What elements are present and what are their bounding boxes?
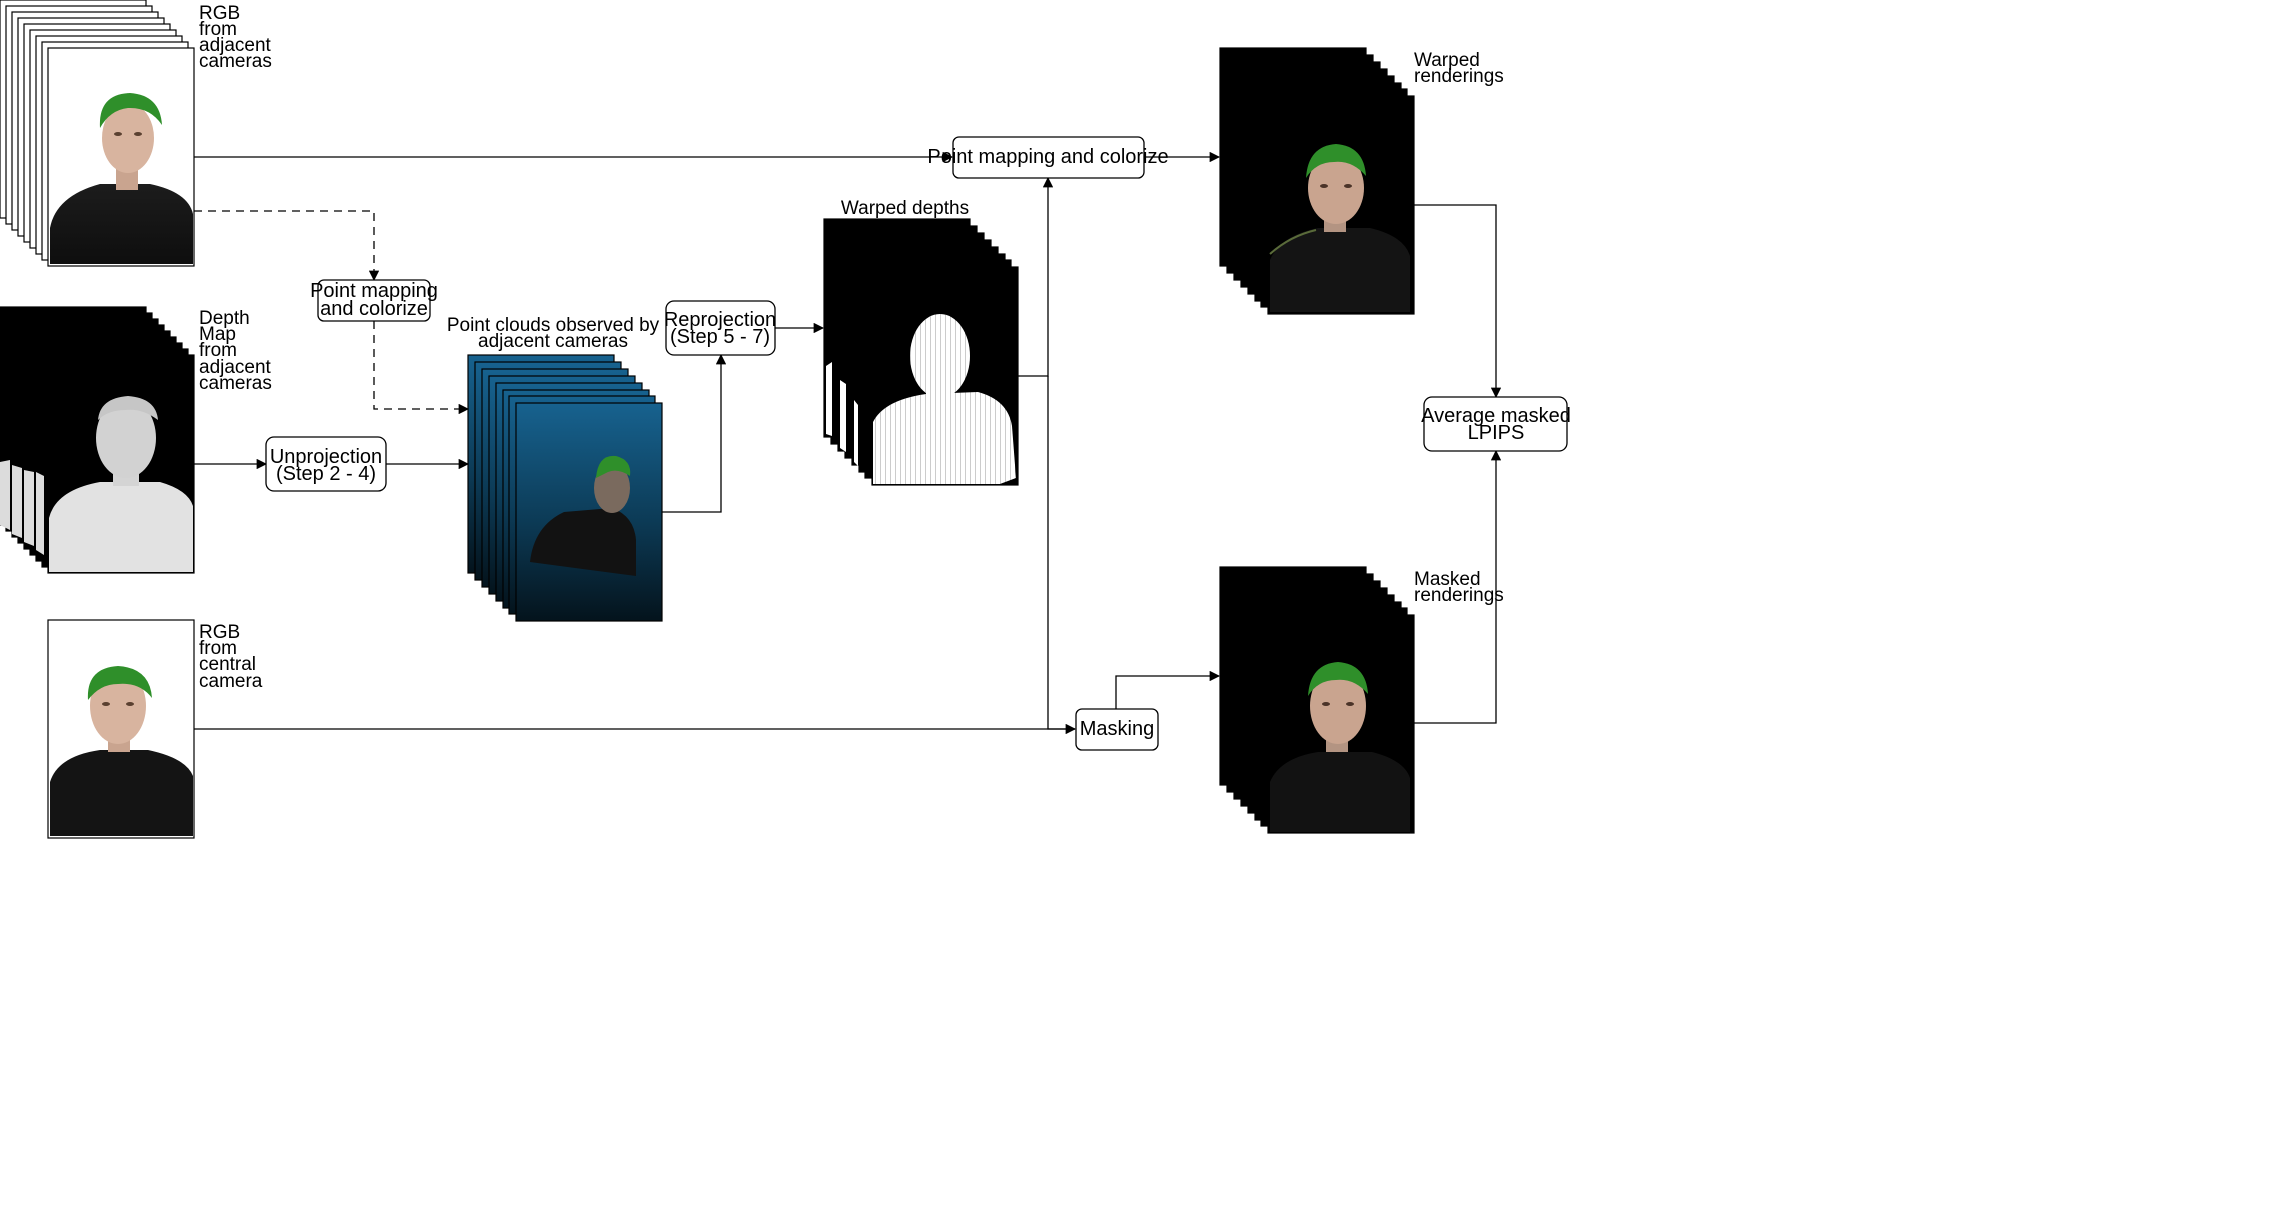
label-rgb-adjacent-line-2: from <box>199 19 237 40</box>
masking-box: Masking <box>1075 708 1159 751</box>
label-depth-line-1: Depth <box>199 308 250 329</box>
average-lpips-line-2: LPIPS <box>1468 422 1525 444</box>
label-depth-adjacent: Depth Map from adjacent cameras <box>199 308 272 394</box>
edge-rgb-to-pointmap-small <box>194 210 380 282</box>
label-rgb-central-line-1: RGB <box>199 622 240 643</box>
point-clouds-stack <box>467 354 663 622</box>
label-depth-line-2: Map <box>199 324 236 345</box>
label-rgb-central-line-3: central <box>199 654 256 675</box>
depth-adjacent-stack <box>0 306 195 574</box>
label-warped-renderings: Warped renderings <box>1414 50 1504 87</box>
warped-depth-image <box>871 266 1019 486</box>
label-point-clouds-line-2: adjacent cameras <box>478 331 628 352</box>
label-masked-renderings-line-1: Masked <box>1414 569 1481 590</box>
label-warped-renderings-line-1: Warped <box>1414 50 1480 71</box>
label-point-clouds-line-1: Point clouds observed by <box>447 315 660 336</box>
masked-renderings-stack <box>1219 566 1415 834</box>
label-rgb-adjacent-line-1: RGB <box>199 3 240 24</box>
edge-warped-depths-to-masking <box>1047 376 1075 730</box>
unprojection-line-1: Unprojection <box>270 446 382 468</box>
warped-renderings-stack <box>1219 47 1415 315</box>
label-rgb-central-line-2: from <box>199 638 237 659</box>
label-rgb-central-line-4: camera <box>199 671 263 692</box>
edge-warped-renderings-to-lpips <box>1414 204 1502 399</box>
label-rgb-adjacent: RGB from adjacent cameras <box>199 3 272 72</box>
point-mapping-top-box: Point mapping and colorize <box>927 136 1169 179</box>
edge-pointmap-small-to-clouds <box>373 321 470 415</box>
masking-line-1: Masking <box>1080 718 1154 740</box>
label-depth-line-3: from <box>199 340 237 361</box>
point-mapping-top-line-1: Point mapping and colorize <box>927 146 1168 168</box>
label-masked-renderings-line-2: renderings <box>1414 585 1504 606</box>
label-rgb-adjacent-line-3: adjacent <box>199 35 272 56</box>
masked-rendering-image <box>1267 614 1415 834</box>
rgb-adjacent-stack <box>0 0 195 267</box>
average-lpips-line-1: Average masked <box>1421 405 1571 427</box>
reprojection-box: Reprojection (Step 5 - 7) <box>664 300 776 356</box>
edge-clouds-to-reprojection <box>662 353 727 513</box>
label-rgb-central: RGB from central camera <box>199 622 263 692</box>
unprojection-box: Unprojection (Step 2 - 4) <box>265 436 387 492</box>
label-warped-renderings-line-2: renderings <box>1414 66 1504 87</box>
label-rgb-adjacent-line-4: cameras <box>199 51 272 72</box>
average-lpips-box: Average masked LPIPS <box>1421 396 1571 452</box>
warped-depths-stack <box>823 218 1019 486</box>
warped-rendering-image <box>1267 95 1415 315</box>
rgb-central-image <box>47 619 195 839</box>
label-depth-line-4: adjacent <box>199 357 272 378</box>
label-depth-line-5: cameras <box>199 373 272 394</box>
point-mapping-small-box: Point mapping and colorize <box>310 279 438 322</box>
label-masked-renderings: Masked renderings <box>1414 569 1504 606</box>
unprojection-line-2: (Step 2 - 4) <box>276 463 376 485</box>
reprojection-line-1: Reprojection <box>664 309 776 331</box>
rgb-adjacent-image <box>47 47 195 267</box>
label-point-clouds: Point clouds observed by adjacent camera… <box>447 315 660 352</box>
label-warped-depths-line-1: Warped depths <box>841 198 969 219</box>
reprojection-line-2: (Step 5 - 7) <box>670 326 770 348</box>
edge-warped-depths-to-pointmap-top <box>1018 176 1054 377</box>
point-cloud-image <box>515 402 663 622</box>
edge-masking-to-masked-renderings <box>1115 670 1221 709</box>
point-mapping-small-line-2: and colorize <box>320 298 428 320</box>
point-mapping-small-line-1: Point mapping <box>310 280 438 302</box>
label-warped-depths: Warped depths <box>841 198 969 219</box>
edge-masked-renderings-to-lpips <box>1414 449 1502 724</box>
depth-adjacent-image <box>47 354 195 574</box>
